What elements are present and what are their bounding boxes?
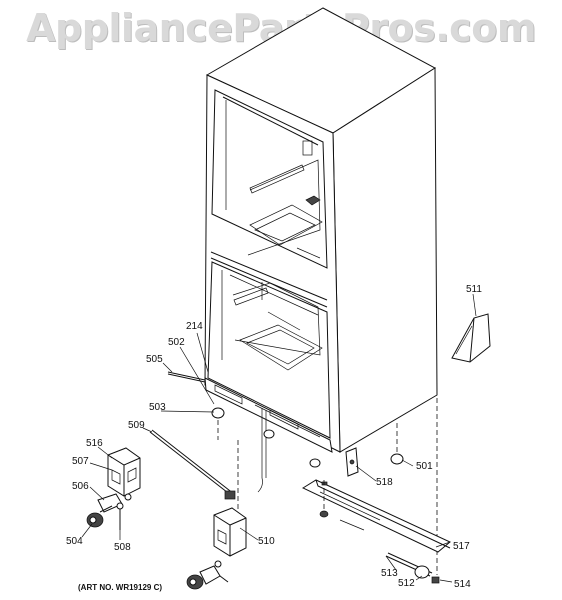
callout-503: 503	[149, 402, 166, 413]
part-509-tube	[149, 429, 236, 500]
part-511-grille	[451, 313, 491, 363]
part-516-bracket	[107, 447, 141, 497]
leveling-feet	[211, 398, 438, 575]
part-518-clip	[345, 447, 359, 477]
callout-504: 504	[66, 536, 83, 547]
callout-510: 510	[258, 536, 275, 547]
callout-labels: 511 214 502 505 503 509 516 501 507 518 …	[66, 284, 482, 592]
callout-505: 505	[146, 354, 163, 365]
callout-513: 513	[381, 568, 398, 579]
callout-506: 506	[72, 481, 89, 492]
callout-511: 511	[466, 284, 482, 295]
leader-lines	[81, 293, 477, 583]
callout-518: 518	[376, 477, 393, 488]
refrigerator-cabinet	[204, 7, 438, 493]
callout-508: 508	[114, 542, 131, 553]
callout-214: 214	[186, 321, 203, 332]
part-roller-bottom	[186, 560, 229, 590]
part-505-rod	[167, 371, 206, 383]
callout-517: 517	[453, 541, 470, 552]
callout-501: 501	[416, 461, 433, 472]
callout-516: 516	[86, 438, 103, 449]
callout-509: 509	[128, 420, 145, 431]
callout-514: 514	[454, 579, 471, 590]
callout-512: 512	[398, 578, 415, 589]
part-504-roller-assembly	[86, 493, 132, 530]
part-510-bracket	[213, 507, 247, 557]
art-number: (ART NO. WR19129 C)	[78, 583, 162, 592]
part-512-caster	[385, 552, 440, 584]
part-517-rail	[301, 479, 451, 553]
callout-507: 507	[72, 456, 89, 467]
callout-502: 502	[168, 337, 185, 348]
